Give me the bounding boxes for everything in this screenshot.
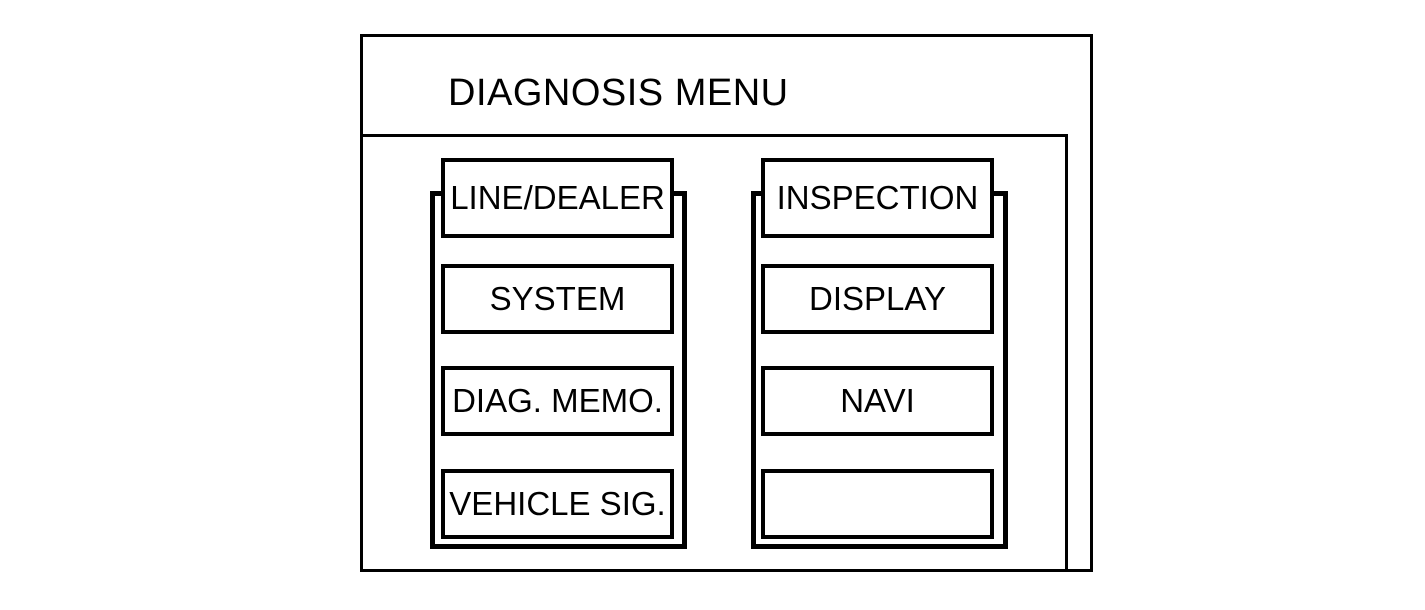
menu-button-label: VEHICLE SIG. [449, 485, 666, 522]
menu-button-label: INSPECTION [776, 179, 979, 216]
menu-button-label: LINE/DEALER [450, 179, 665, 216]
body-right-rule [1065, 134, 1068, 572]
title-divider [360, 134, 1068, 137]
menu-button-label: NAVI [840, 382, 915, 419]
menu-button-display[interactable]: DISPLAY [761, 264, 994, 334]
menu-button-diag-memo[interactable]: DIAG. MEMO. [441, 366, 674, 436]
menu-button-system[interactable]: SYSTEM [441, 264, 674, 334]
menu-button-label: SYSTEM [489, 280, 626, 317]
menu-button-label: DIAG. MEMO. [452, 382, 663, 419]
menu-button-line-dealer[interactable]: LINE/DEALER [441, 158, 674, 238]
page-title: DIAGNOSIS MENU [448, 72, 789, 114]
menu-button-label: DISPLAY [809, 280, 946, 317]
menu-button-vehicle-sig[interactable]: VEHICLE SIG. [441, 469, 674, 539]
menu-button-empty[interactable] [761, 469, 994, 539]
menu-button-inspection[interactable]: INSPECTION [761, 158, 994, 238]
menu-button-navi[interactable]: NAVI [761, 366, 994, 436]
